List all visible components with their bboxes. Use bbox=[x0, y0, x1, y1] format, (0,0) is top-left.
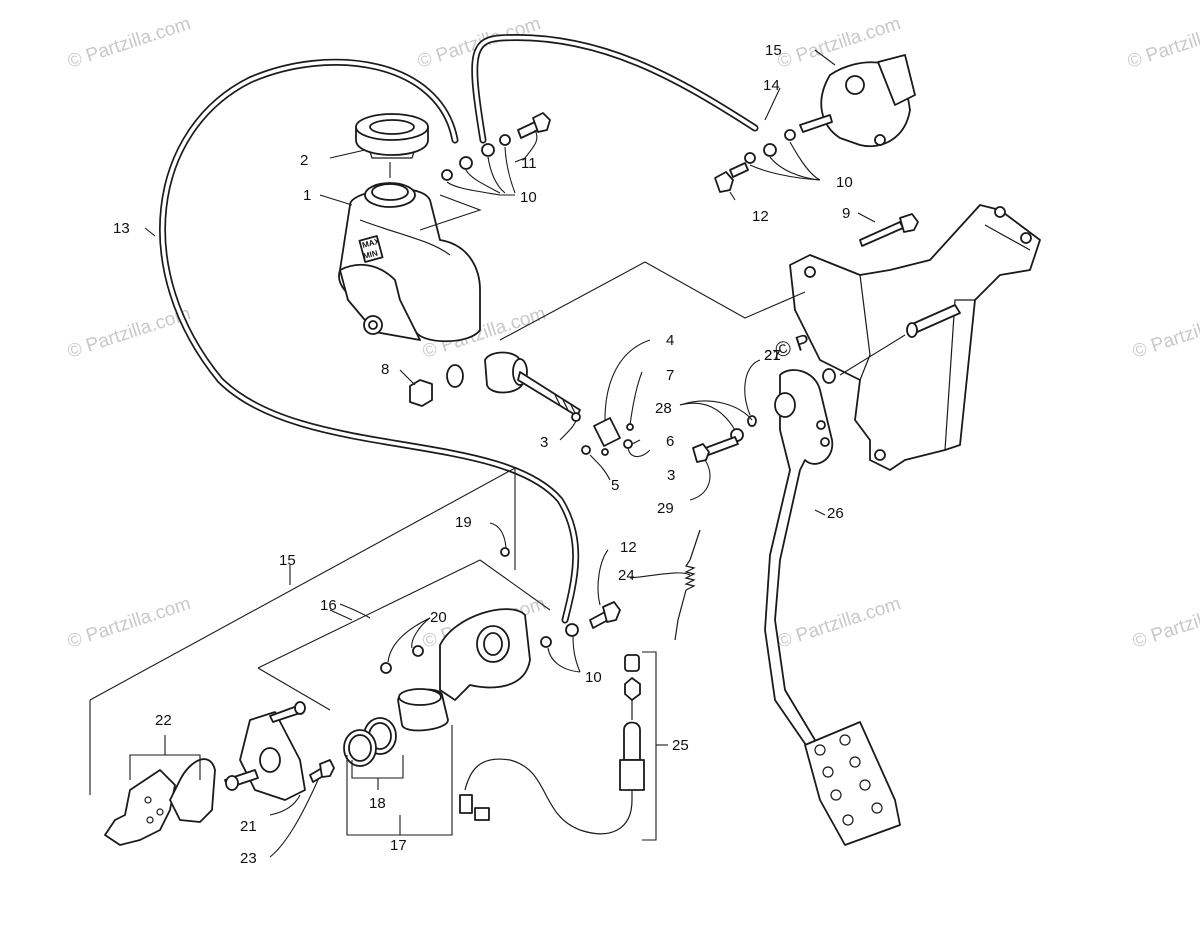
callout-10: 10 bbox=[836, 174, 853, 191]
callout-5: 5 bbox=[611, 477, 619, 494]
callout-28: 28 bbox=[655, 400, 672, 417]
callout-22: 22 bbox=[155, 712, 172, 729]
reservoir-cap bbox=[355, 113, 429, 159]
callout-4: 4 bbox=[666, 332, 674, 349]
callout-25: 25 bbox=[672, 737, 689, 754]
master-cylinder: MAX MIN bbox=[338, 182, 481, 343]
hose-14 bbox=[471, 33, 759, 144]
pivot-shaft bbox=[906, 304, 961, 338]
return-spring-24 bbox=[674, 529, 701, 641]
watermark-text: © Partzilla.com bbox=[65, 593, 193, 653]
watermark-text: © Partzilla.com bbox=[1130, 303, 1200, 363]
bolt-11 bbox=[517, 112, 551, 139]
bolt-29 bbox=[692, 436, 739, 463]
clutch-pedal bbox=[730, 368, 901, 846]
callout-9: 9 bbox=[842, 205, 850, 222]
callout-29: 29 bbox=[657, 500, 674, 517]
callout-7: 7 bbox=[666, 367, 674, 384]
watermark-text: © Partzilla.com bbox=[65, 13, 193, 73]
pedal-mount-bracket bbox=[789, 204, 1041, 471]
watermark-text: © Partzilla.com bbox=[1130, 593, 1200, 653]
bolt-23 bbox=[309, 759, 335, 783]
callout-12: 12 bbox=[752, 208, 769, 225]
callout-19: 19 bbox=[455, 514, 472, 531]
callout-12: 12 bbox=[620, 539, 637, 556]
caliper-bracket-21 bbox=[224, 701, 306, 801]
callout-26: 26 bbox=[827, 505, 844, 522]
callout-21: 21 bbox=[240, 818, 257, 835]
callout-21: 21 bbox=[764, 347, 781, 364]
callout-15: 15 bbox=[765, 42, 782, 59]
watermark-text: © Partzilla.com bbox=[1125, 13, 1200, 73]
callout-10: 10 bbox=[520, 189, 537, 206]
callout-3: 3 bbox=[540, 434, 548, 451]
callout-15: 15 bbox=[279, 552, 296, 569]
callout-2: 2 bbox=[300, 152, 308, 169]
slave-cylinder-upper bbox=[744, 54, 916, 164]
callout-23: 23 bbox=[240, 850, 257, 867]
callout-13: 13 bbox=[113, 220, 130, 237]
callout-14: 14 bbox=[763, 77, 780, 94]
slave-cylinder-lower bbox=[380, 547, 531, 701]
bolt-12-lower bbox=[540, 601, 621, 648]
reservoir-min-label: MIN bbox=[362, 248, 379, 261]
callout-10: 10 bbox=[585, 669, 602, 686]
hose-13 bbox=[159, 58, 580, 624]
callout-17: 17 bbox=[390, 837, 407, 854]
callout-18: 18 bbox=[369, 795, 386, 812]
callout-8: 8 bbox=[381, 361, 389, 378]
callout-6: 6 bbox=[666, 433, 674, 450]
watermark-text: © Partzilla.com bbox=[65, 303, 193, 363]
callout-27: 27 bbox=[764, 347, 781, 364]
bolt-8 bbox=[409, 379, 433, 407]
brake-pads-22 bbox=[104, 758, 216, 846]
callout-11: 11 bbox=[521, 155, 537, 172]
bolt-9 bbox=[859, 213, 919, 247]
callout-20: 20 bbox=[430, 609, 447, 626]
watermarks: © Partzilla.com © Partzilla.com © Partzi… bbox=[65, 13, 1200, 653]
piston-17 bbox=[343, 688, 449, 767]
callout-3: 3 bbox=[667, 467, 675, 484]
watermark-text: © Partzilla.com bbox=[775, 593, 903, 653]
pressure-switch-25 bbox=[459, 654, 645, 835]
callout-24: 24 bbox=[618, 567, 635, 584]
banjo-washers-top bbox=[441, 134, 511, 181]
callout-1: 1 bbox=[303, 187, 311, 204]
bolt-12-upper bbox=[714, 162, 749, 193]
callout-numbers: 1 2 3 3 4 5 6 7 8 9 10 10 10 11 12 12 13… bbox=[113, 42, 853, 867]
group-lines bbox=[89, 49, 906, 858]
callout-16: 16 bbox=[320, 597, 337, 614]
